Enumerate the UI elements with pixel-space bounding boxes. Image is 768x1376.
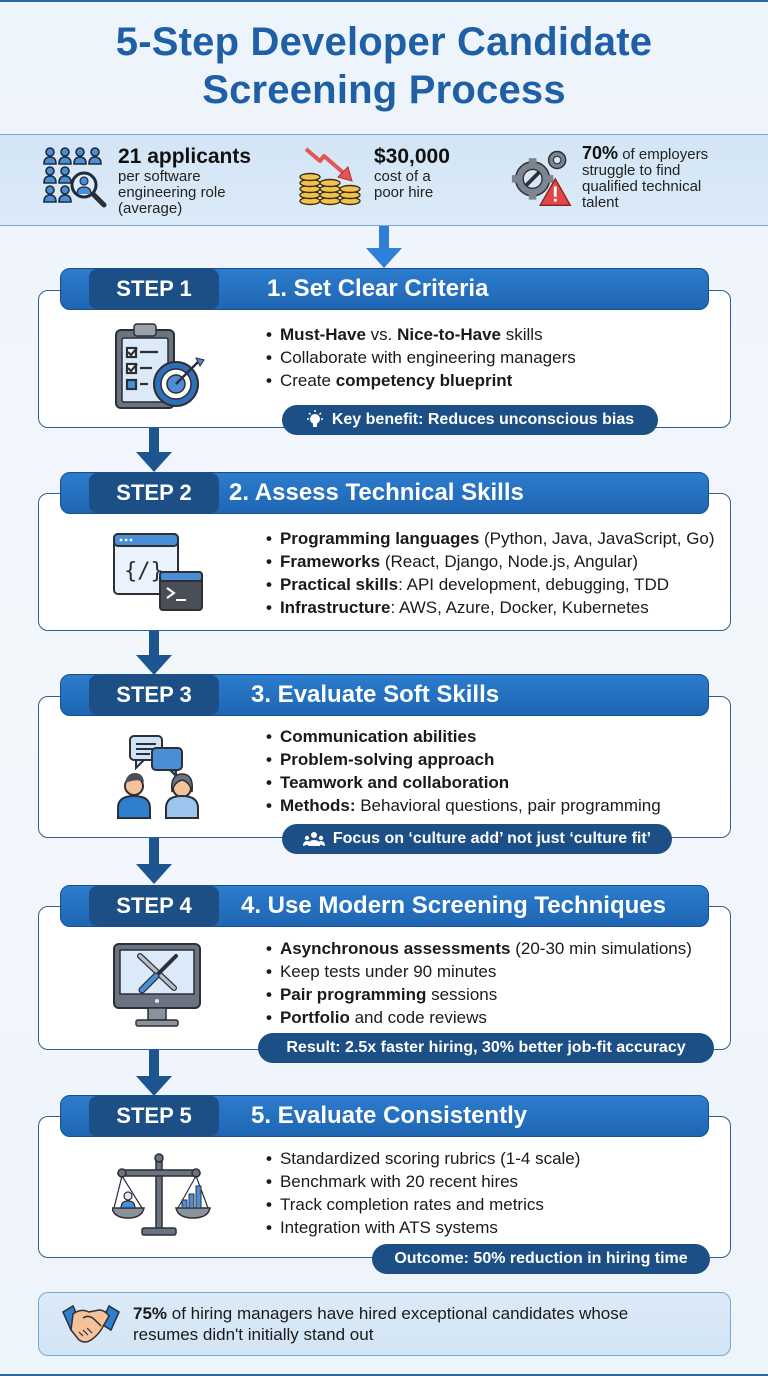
footer-text: 75% of hiring managers have hired except… (133, 1303, 628, 1345)
handshake-icon (62, 1304, 120, 1343)
step-1-banner: STEP 1 1. Set Clear Criteria (60, 268, 709, 310)
step-2-title: 2. Assess Technical Skills (229, 479, 524, 506)
step-3-badge: STEP 3 (89, 675, 219, 715)
stat-line: engineering role (118, 184, 226, 201)
bullet-item: Methods: Behavioral questions, pair prog… (266, 794, 661, 817)
bullet-item: Standardized scoring rubrics (1-4 scale) (266, 1147, 580, 1170)
team-icon (302, 830, 325, 848)
stat-applicants-value: 21 applicants (118, 145, 252, 168)
stat-line: struggle to find (582, 162, 681, 179)
stat-line: poor hire (374, 184, 434, 201)
bullet-item: Integration with ATS systems (266, 1216, 580, 1239)
bullet-item: Frameworks (React, Django, Node.js, Angu… (266, 550, 715, 573)
stats-band: 21 applicants per software engineering r… (0, 134, 768, 226)
footer-stat: 75% (133, 1304, 168, 1323)
arrow-down-icon (136, 428, 172, 472)
step-3-bullets: Communication abilities Problem-solving … (266, 725, 661, 817)
note-text: Focus on ‘culture add’ not just ‘culture… (332, 830, 652, 847)
stat-line: cost of a (374, 168, 431, 185)
step-1-title: 1. Set Clear Criteria (267, 275, 489, 302)
step-2-bullets: Programming languages (Python, Java, Jav… (266, 527, 715, 619)
step-5-badge: STEP 5 (89, 1096, 219, 1136)
code-window-terminal-icon: {/} (113, 533, 203, 611)
stat-employers-struggle: 70% of employers struggle to find qualif… (510, 143, 709, 211)
step-1-key-benefit: Key benefit: Reduces unconscious bias (282, 405, 658, 435)
stat-line: (average) (118, 200, 183, 217)
step-5-outcome-note: Outcome: 50% reduction in hiring time (372, 1244, 710, 1274)
gears-warning-icon (511, 150, 572, 206)
title-line-1: 5-Step Developer Candidate (115, 20, 653, 64)
bullet-item: Create competency blueprint (266, 369, 576, 392)
step-4-title: 4. Use Modern Screening Techniques (241, 892, 666, 919)
arrow-down-icon (136, 631, 172, 675)
step-1-bullets: Must-Have vs. Nice-to-Have skills Collab… (266, 323, 576, 392)
balance-scale-icon (112, 1153, 211, 1236)
note-text: Key benefit: Reduces unconscious bias (331, 411, 635, 428)
stat-line: qualified technical (582, 178, 702, 195)
note-text: Result: 2.5x faster hiring, 30% better j… (286, 1039, 686, 1056)
stat-line: talent (582, 194, 619, 211)
step-4-banner: STEP 4 4. Use Modern Screening Technique… (60, 885, 709, 927)
step-3-title: 3. Evaluate Soft Skills (251, 681, 500, 708)
footer-callout: 75% of hiring managers have hired except… (38, 1292, 731, 1356)
bullet-item: Pair programming sessions (266, 983, 692, 1006)
bullet-item: Portfolio and code reviews (266, 1006, 692, 1029)
bullet-item: Practical skills: API development, debug… (266, 573, 715, 596)
step-5-bullets: Standardized scoring rubrics (1-4 scale)… (266, 1147, 580, 1239)
step-5-banner: STEP 5 5. Evaluate Consistently (60, 1095, 709, 1137)
step-4-result-note: Result: 2.5x faster hiring, 30% better j… (258, 1033, 714, 1063)
arrow-down-icon (366, 226, 402, 268)
stat-applicants: 21 applicants per software engineering r… (42, 145, 251, 217)
stat-line: per software (118, 168, 201, 185)
footer-line-2: resumes didn't initially stand out (133, 1325, 374, 1344)
bullet-item: Keep tests under 90 minutes (266, 960, 692, 983)
arrow-down-icon (136, 838, 172, 884)
bullet-item: Collaborate with engineering managers (266, 346, 576, 369)
coins-down-arrow-icon (299, 147, 361, 206)
step-5-title: 5. Evaluate Consistently (251, 1102, 528, 1129)
page-title: 5-Step Developer Candidate Screening Pro… (0, 18, 768, 114)
bullet-item: Infrastructure: AWS, Azure, Docker, Kube… (266, 596, 715, 619)
bullet-item: Communication abilities (266, 725, 661, 748)
bullet-item: Track completion rates and metrics (266, 1193, 580, 1216)
conversation-people-icon (117, 735, 199, 819)
clipboard-target-icon (115, 323, 205, 409)
bullet-item: Programming languages (Python, Java, Jav… (266, 527, 715, 550)
stat-poor-hire-cost: $30,000 cost of a poor hire (298, 145, 450, 209)
monitor-tools-icon (113, 943, 201, 1027)
step-4-badge: STEP 4 (89, 886, 219, 926)
step-4-bullets: Asynchronous assessments (20-30 min simu… (266, 937, 692, 1029)
bullet-item: Benchmark with 20 recent hires (266, 1170, 580, 1193)
svg-text:{/}: {/} (124, 559, 164, 584)
bullet-item: Asynchronous assessments (20-30 min simu… (266, 937, 692, 960)
step-1-badge: STEP 1 (89, 269, 219, 309)
title-line-2: Screening Process (202, 68, 566, 112)
arrow-down-icon (136, 1050, 172, 1096)
stat-cost-value: $30,000 (374, 145, 450, 168)
bullet-item: Teamwork and collaboration (266, 771, 661, 794)
footer-line-1: of hiring managers have hired exceptiona… (167, 1304, 629, 1323)
stat-percent-value: 70% (582, 143, 619, 163)
note-text: Outcome: 50% reduction in hiring time (394, 1250, 688, 1267)
people-search-icon (43, 147, 107, 208)
step-2-banner: STEP 2 2. Assess Technical Skills (60, 472, 709, 514)
step-2-badge: STEP 2 (89, 473, 219, 513)
step-3-focus-note: Focus on ‘culture add’ not just ‘culture… (282, 824, 672, 854)
lightbulb-icon (306, 410, 324, 430)
bullet-item: Problem-solving approach (266, 748, 661, 771)
stat-line: of employers (618, 146, 709, 163)
step-3-banner: STEP 3 3. Evaluate Soft Skills (60, 674, 709, 716)
bullet-item: Must-Have vs. Nice-to-Have skills (266, 323, 576, 346)
